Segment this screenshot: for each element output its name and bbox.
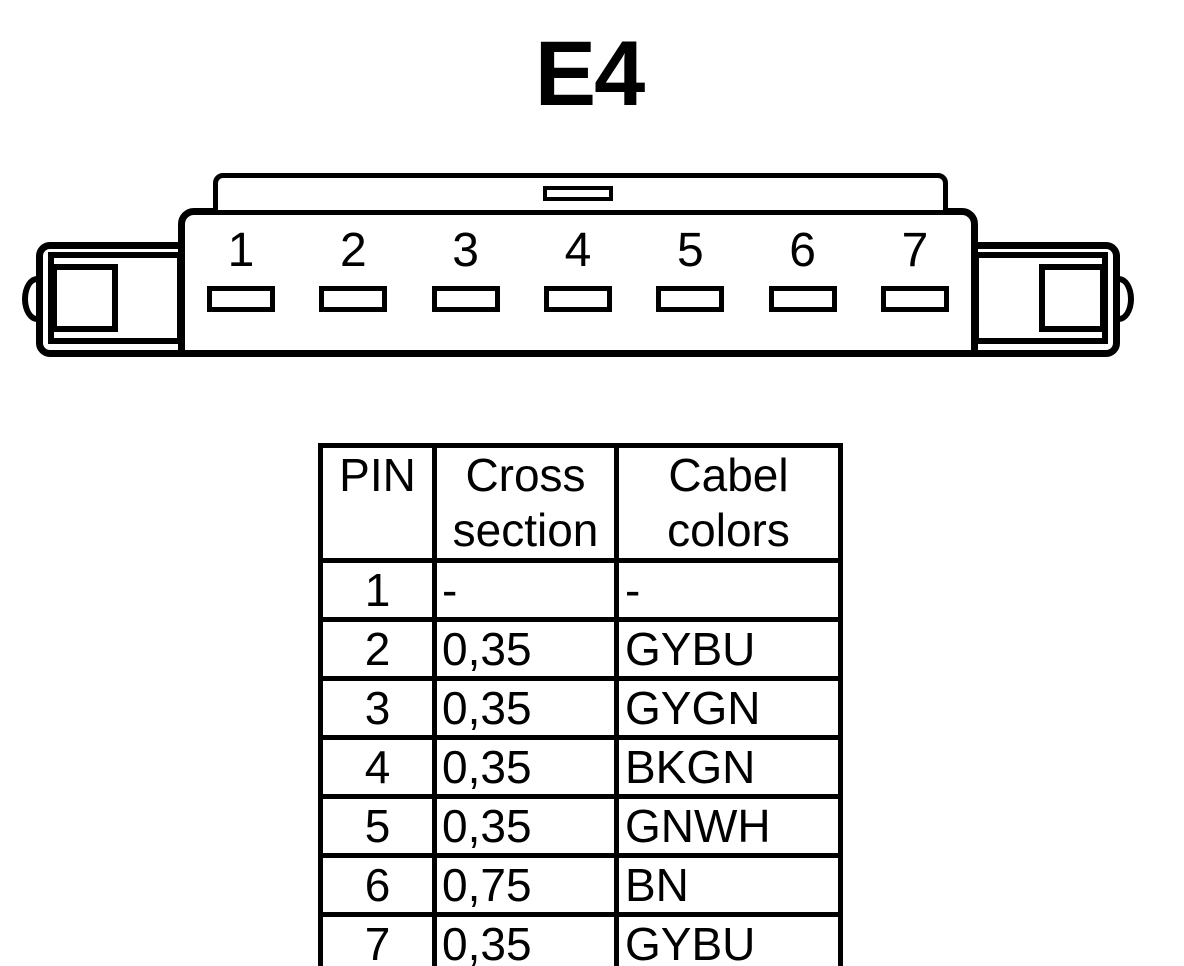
cable-color-cell: BKGN [614, 735, 843, 799]
table-header-cell: Cross section [432, 443, 619, 563]
connector-right-latch-window [1039, 264, 1106, 332]
table-header-cell: Cabel colors [614, 443, 843, 563]
pin-number: 3 [452, 224, 479, 277]
cross-section-cell: 0,75 [432, 853, 619, 917]
pin: 1 [206, 224, 276, 320]
pin-cell: 3 [318, 676, 437, 740]
cable-color-cell: GYBU [614, 617, 843, 681]
pin: 5 [655, 224, 725, 320]
pin: 3 [431, 224, 501, 320]
pin-cavity [319, 286, 388, 312]
pin-cell: 4 [318, 735, 437, 799]
cross-section-cell: - [432, 558, 619, 622]
pin-number: 7 [901, 224, 929, 277]
pin-number: 4 [564, 224, 592, 277]
pin-cavity [656, 286, 725, 312]
pin-number: 2 [339, 224, 367, 277]
connector-left-latch-window [51, 264, 118, 332]
cross-section-cell: 0,35 [432, 794, 619, 858]
table-row: 1-- [318, 558, 843, 622]
pin-number: 5 [676, 224, 704, 277]
pin: 7 [880, 224, 950, 320]
pin-cell: 5 [318, 794, 437, 858]
cross-section-cell: 0,35 [432, 617, 619, 681]
pin-cavity [543, 286, 612, 312]
pin-number: 1 [227, 224, 255, 277]
cable-color-cell: GYGN [614, 676, 843, 740]
pin: 4 [543, 224, 613, 320]
pin: 6 [768, 224, 838, 320]
cross-section-cell: 0,35 [432, 676, 619, 740]
cable-color-cell: GNWH [614, 794, 843, 858]
pin-cell: 1 [318, 558, 437, 622]
pin-cell: 6 [318, 853, 437, 917]
connector-title: E4 [534, 23, 646, 125]
cross-section-cell: 0,35 [432, 912, 619, 966]
connector-lid-slot [543, 186, 613, 201]
pin-cavity [768, 286, 837, 312]
cable-color-cell: BN [614, 853, 843, 917]
pin-cell: 7 [318, 912, 437, 966]
pin: 2 [318, 224, 388, 320]
pin-cavity [207, 286, 275, 312]
pin-cavity [880, 286, 949, 312]
pin-number: 6 [789, 224, 816, 277]
cable-color-cell: GYBU [614, 912, 843, 966]
pin-cavity [431, 286, 500, 312]
table-header-cell: PIN [318, 443, 437, 563]
cross-section-cell: 0,35 [432, 735, 619, 799]
pin-row: 1 2 3 4 5 6 7 [206, 224, 950, 320]
cable-color-cell: - [614, 558, 843, 622]
pin-cell: 2 [318, 617, 437, 681]
